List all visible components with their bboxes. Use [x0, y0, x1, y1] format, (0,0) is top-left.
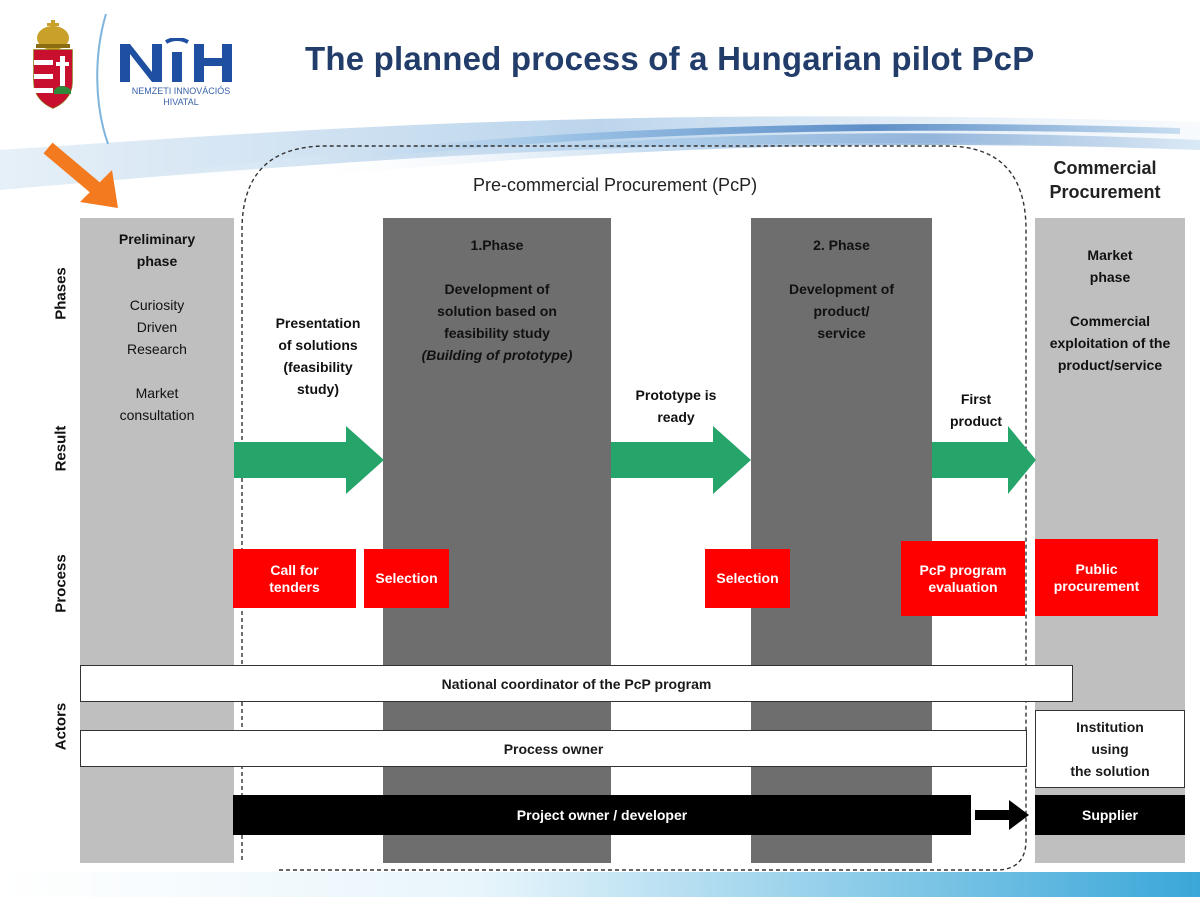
preliminary-line5: consultation: [119, 407, 195, 423]
preliminary-title2: phase: [136, 253, 178, 269]
preliminary-line3: Research: [127, 341, 187, 357]
logo-divider: [96, 14, 109, 144]
phase1-text: 1.Phase Development of solution based on…: [383, 234, 611, 366]
result-presentation-note: Presentation of solutions (feasibility s…: [256, 312, 380, 400]
result-first-product-note: First product: [936, 388, 1016, 432]
logo-subtitle-line1: NEMZETI INNOVÁCIÓS: [131, 86, 231, 96]
prototype-line2: ready: [657, 409, 695, 425]
logo-subtitle-line2: HIVATAL: [163, 97, 199, 107]
commercial-label-line2: Procurement: [1049, 182, 1161, 202]
page-title: The planned process of a Hungarian pilot…: [305, 40, 1035, 77]
orange-pointer-arrow-icon: [43, 142, 118, 208]
market-phase-text: Market phase Commercial exploitation of …: [1035, 244, 1185, 376]
institution-box: Institution using the solution: [1035, 710, 1185, 788]
green-arrow-2-icon: [611, 426, 751, 494]
presentation-line2: of solutions: [278, 337, 358, 353]
phase2-line1: Development of: [788, 281, 894, 297]
public-procurement-box: Public procurement: [1035, 539, 1158, 616]
selection-box-1: Selection: [364, 549, 449, 608]
phase1-line1: Development of: [444, 281, 550, 297]
market-title2: phase: [1089, 269, 1131, 285]
market-line1: Commercial: [1069, 313, 1151, 329]
presentation-line1: Presentation: [275, 315, 361, 331]
phase1-line3: feasibility study: [444, 325, 550, 341]
institution-line1: Institution: [1076, 719, 1144, 735]
selection-box-2: Selection: [705, 549, 790, 608]
phase2-text: 2. Phase Development of product/ service: [751, 234, 932, 344]
phase2-title: 2. Phase: [813, 237, 870, 253]
prototype-line1: Prototype is: [635, 387, 717, 403]
pcp-boundary: [241, 145, 1027, 871]
row-label-actors: Actors: [52, 702, 70, 751]
row-label-process: Process: [52, 554, 70, 613]
preliminary-line4: Market: [135, 385, 179, 401]
institution-line3: the solution: [1070, 763, 1150, 779]
pcp-evaluation-line2: evaluation: [928, 578, 998, 595]
commercial-procurement-label: Commercial Procurement: [1030, 156, 1180, 204]
public-procurement-line1: Public: [1075, 560, 1118, 577]
phase2-line3: service: [817, 325, 866, 341]
first-product-line1: First: [960, 391, 992, 407]
green-arrow-3-icon: [932, 426, 1036, 494]
commercial-label-line1: Commercial: [1053, 158, 1157, 178]
phase2-line2: product/: [813, 303, 870, 319]
pcp-evaluation-box: PcP program evaluation: [901, 541, 1025, 616]
project-owner-bar: Project owner / developer: [233, 795, 971, 835]
public-procurement-line2: procurement: [1053, 577, 1140, 594]
preliminary-phase-text: Preliminary phase Curiosity Driven Resea…: [80, 228, 234, 426]
supplier-bar: Supplier: [1035, 795, 1185, 835]
phase1-title: 1.Phase: [470, 237, 524, 253]
preliminary-line2: Driven: [136, 319, 178, 335]
preliminary-title1: Preliminary: [118, 231, 196, 247]
call-for-tenders-line2: tenders: [269, 578, 320, 595]
black-arrow-icon: [975, 800, 1029, 830]
nih-logo-icon: [120, 38, 232, 82]
presentation-line3: (feasibility: [283, 359, 353, 375]
call-for-tenders-line1: Call for: [270, 561, 319, 578]
market-line2: exploitation of the: [1049, 335, 1171, 351]
result-prototype-note: Prototype is ready: [612, 384, 740, 428]
pcp-evaluation-line1: PcP program: [919, 561, 1007, 578]
coat-of-arms-icon: [33, 20, 73, 109]
market-line3: product/service: [1057, 357, 1163, 373]
row-label-phases: Phases: [52, 267, 70, 320]
call-for-tenders-box: Call for tenders: [233, 549, 356, 608]
phase1-line4: (Building of prototype): [421, 347, 573, 363]
preliminary-line1: Curiosity: [129, 297, 185, 313]
green-arrow-1-icon: [234, 426, 384, 494]
market-title1: Market: [1087, 247, 1133, 263]
process-owner-bar: Process owner: [80, 730, 1027, 767]
logo-subtitle: NEMZETI INNOVÁCIÓS HIVATAL: [97, 86, 265, 108]
pcp-section-label: Pre-commercial Procurement (PcP): [473, 175, 758, 195]
national-coordinator-bar: National coordinator of the PcP program: [80, 665, 1073, 702]
row-label-result: Result: [52, 425, 70, 472]
phase1-line2: solution based on: [437, 303, 557, 319]
presentation-line4: study): [297, 381, 339, 397]
first-product-line2: product: [949, 413, 1003, 429]
institution-line2: using: [1091, 741, 1129, 757]
